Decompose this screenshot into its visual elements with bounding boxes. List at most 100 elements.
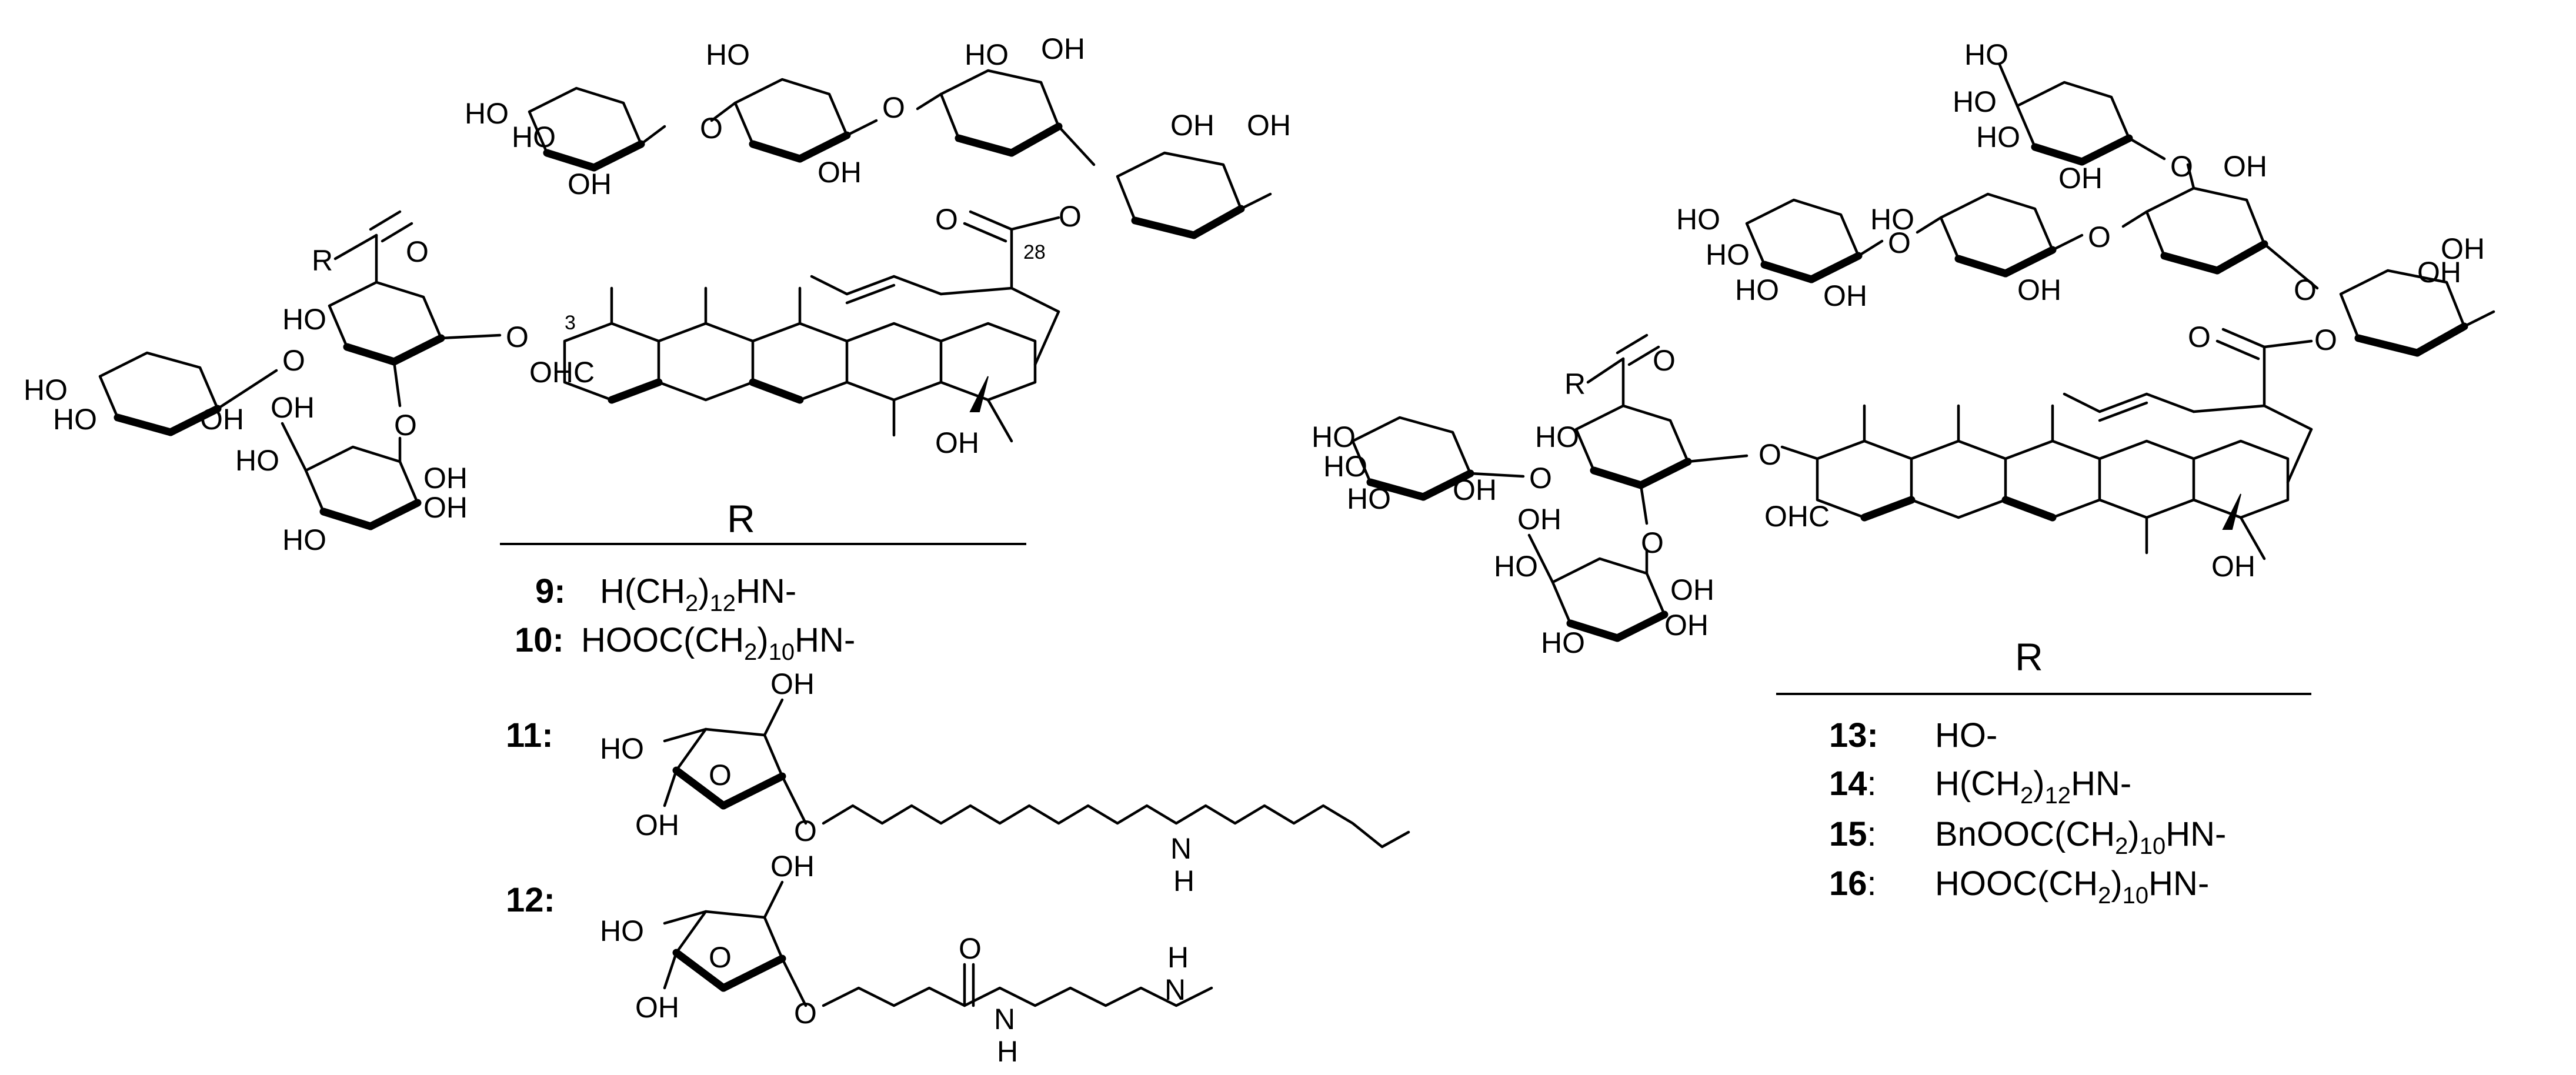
label-o: O [2314,323,2337,356]
label-o: O [1759,438,1781,471]
label-ho: HO [1494,550,1538,583]
label-n: N [1164,973,1186,1006]
label-oh: OH [635,809,679,842]
left-triterpene-core [563,275,1060,443]
label-oh: OH [1664,609,1709,642]
label-oh: OH [1670,573,1714,606]
label-o: O [794,997,817,1030]
label-oh: OH [817,156,862,189]
label-oh: OH [1247,109,1291,142]
left-galactose [281,422,422,530]
label-ho: HO [235,444,279,477]
label-ho: HO [1706,238,1750,271]
label-oh: OH [770,850,815,883]
label-oh: OH [2017,273,2061,306]
r-group-value: BnOOC(CH2)10HN- [1935,815,2226,859]
r-group-value: HOOC(CH2)10HN- [1935,864,2209,909]
label-ho: HO [282,523,326,556]
label-o: O [1641,526,1664,559]
r-structure-12: 12: HO OH OH O O O N H N H [506,850,1213,1068]
label-o: O [959,932,982,965]
right-top-glucose [1998,63,2166,166]
label-n: N [1170,832,1192,865]
compound-id: 12: [506,881,555,919]
label-oh: OH [2058,162,2103,195]
label-o: O [1888,226,1911,259]
label-o: O [794,814,817,847]
label-o: O [935,203,958,236]
table-row: 9: H(CH2)12HN- [535,572,796,616]
label-o: O [1653,344,1676,377]
label-o: O [2188,321,2211,353]
label-oh: OH [200,403,244,436]
label-ho: HO [1870,203,1914,236]
r-group-value: HOOC(CH2)10HN- [581,621,855,665]
table-row: 14: H(CH2)12HN- [1829,764,2131,809]
label-ohc: OHC [1764,500,1830,533]
label-oh: OH [1517,503,1561,536]
label-o: O [1059,200,1082,233]
label-o: O [882,91,905,124]
label-ho: HO [1964,38,2008,71]
compound-id: 15: [1829,815,1877,853]
label-oh: OH [2223,150,2267,183]
label-oh: OH [2417,256,2461,289]
table-row: 16: HOOC(CH2)10HN- [1829,864,2209,909]
compound-id: 9: [535,572,566,610]
r-group-value: H(CH2)12HN- [600,572,796,616]
label-oh: OH [635,991,679,1024]
label-oh: OH [1453,473,1497,506]
label-ho: HO [965,38,1009,71]
label-ho: HO [706,38,750,71]
label-h: H [1167,941,1189,974]
r-structure-11: 11: HO OH OH O O N H [506,667,1410,897]
label-ho: HO [24,373,68,406]
label-ho: HO [1976,121,2020,153]
label-ho: HO [465,97,509,130]
label-o: O [406,235,429,268]
right-r-table: R 13: HO- 14: H(CH2)12HN- 15: BnOOC(CH2)… [1776,635,2311,909]
compound-id: 11: [506,716,553,754]
right-ester [2215,328,2313,408]
table-row: 10: HOOC(CH2)10HN- [515,621,855,665]
label-o: O [2294,273,2317,306]
label-o: O [1529,462,1552,495]
right-triterpene-core [1780,392,2313,560]
label-ho: HO [1735,273,1779,306]
label-o: O [2170,150,2193,183]
label-o: O [700,112,723,145]
left-xylose-terminal [98,351,278,436]
right-galactose [1527,533,1669,642]
label-ho: HO [1347,482,1391,515]
label-r: R [312,244,333,277]
label-ho: HO [1312,420,1356,453]
table-row: 15: BnOOC(CH2)10HN- [1829,815,2226,859]
r-group-value: HO- [1935,716,1997,754]
label-oh: OH [2441,232,2485,265]
compound-id: 16: [1829,864,1877,903]
left-top-sugar-chain [528,69,1272,239]
label-ho: HO [1953,85,1997,118]
label-oh: OH [2211,550,2255,583]
left-r-table: R 9: H(CH2)12HN- 10: HOOC(CH2)10HN- [500,497,1026,665]
label-oh: OH [1823,279,1867,312]
label-h: H [1173,864,1194,897]
r-group-value: H(CH2)12HN- [1935,764,2131,809]
left-ester [963,210,1060,290]
left-compound: HO HO OH O HO OH O HO OH OH OH O O 28 [24,32,1410,1068]
label-o: O [2088,221,2111,253]
label-ohc: OHC [529,356,595,389]
label-ho: HO [600,732,644,765]
right-glucuronide [1574,333,1749,525]
label-ho: HO [53,403,97,436]
label-ho: HO [1323,450,1367,483]
table-header: R [727,497,755,540]
right-sugar-chain [1745,163,2495,357]
label-oh: OH [271,391,315,424]
label-o: O [394,409,417,442]
label-oh: OH [1041,32,1085,65]
label-r: R [1564,368,1586,400]
label-ho: HO [1676,203,1720,236]
label-ho: HO [512,121,556,153]
